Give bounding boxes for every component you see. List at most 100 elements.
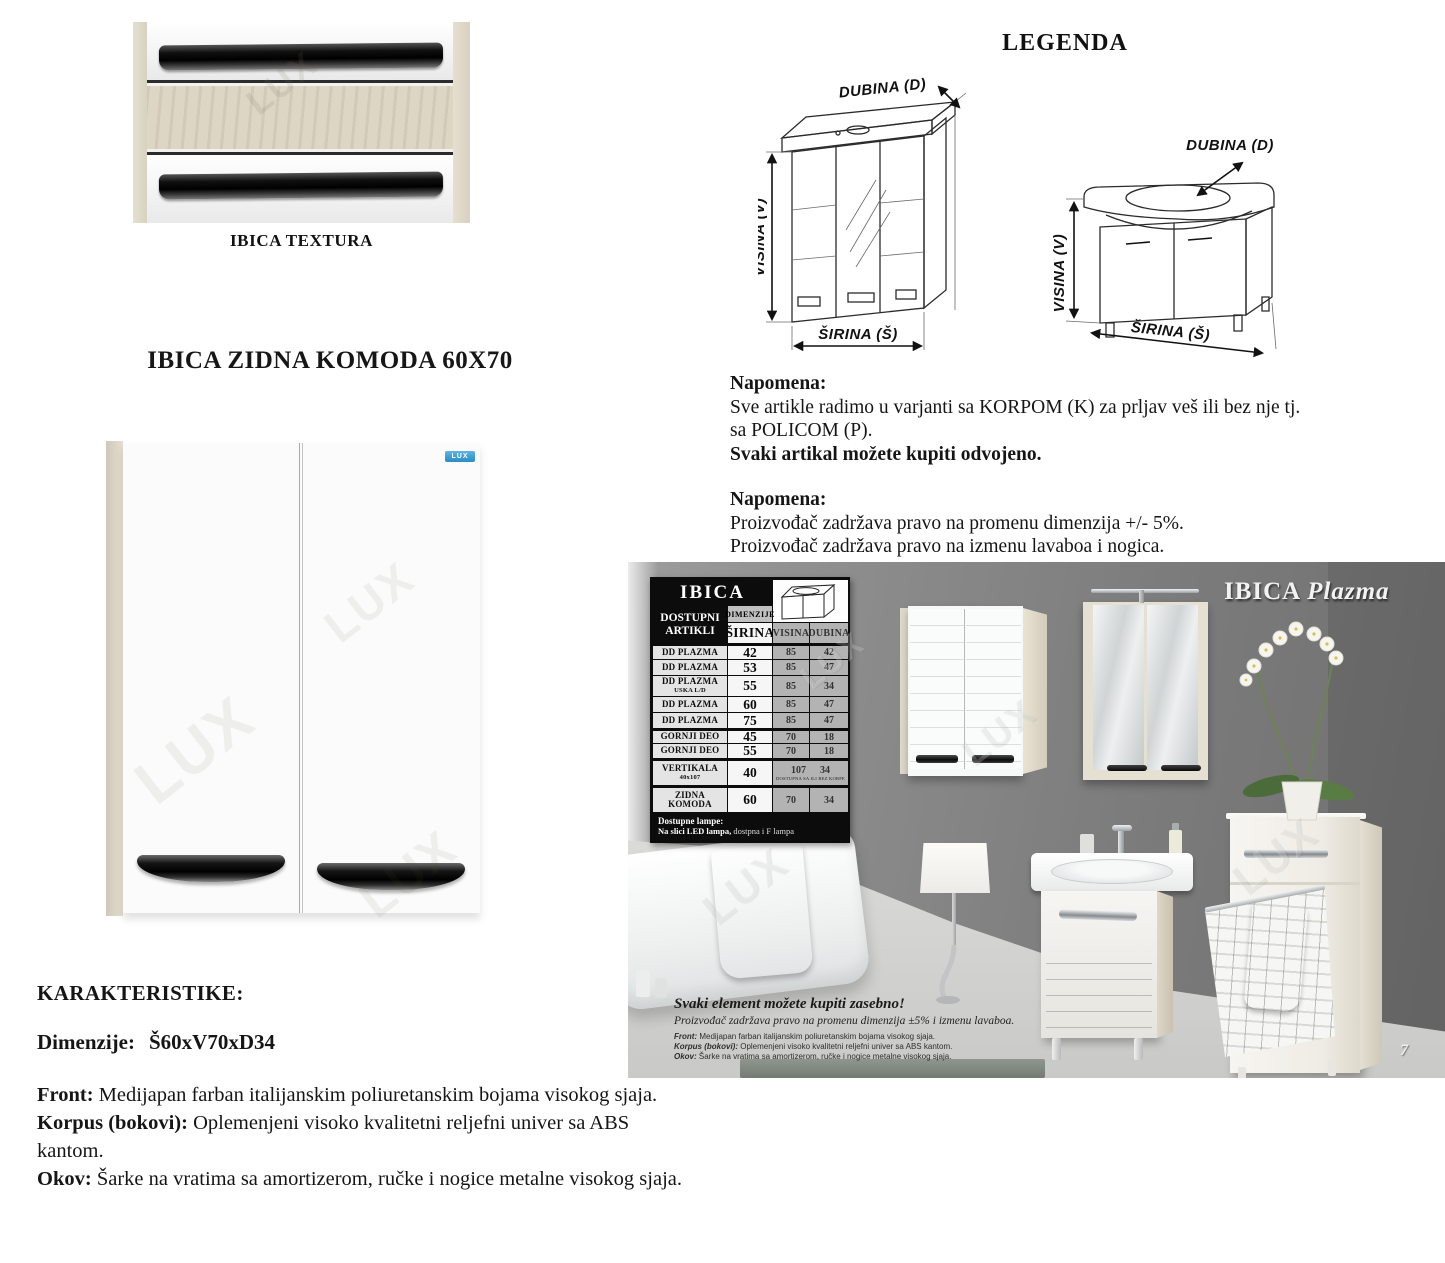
scene-korpus-text: Oplemenjeni visoko kvalitetni reljefni u… (738, 1042, 953, 1051)
spec-table-row-header: DOSTUPNI ARTIKLI (653, 606, 727, 643)
cabinet-door-right (302, 443, 479, 913)
wood-texture-band (147, 86, 453, 149)
row-name-sub: USKA L/D (674, 687, 706, 694)
scene-caption: Svaki element možete kupiti zasebno! Pro… (674, 996, 1054, 1062)
wood-edge-right (453, 22, 470, 223)
col-header-visina: VISINA (773, 623, 809, 643)
cabinet-lamp-stem (1139, 590, 1144, 603)
vanity-door-grooves (1046, 948, 1152, 1032)
row-name-sub: 40x107 (679, 774, 701, 781)
tall-cabinet-divider (1230, 882, 1360, 885)
cabinet-lamp-bar (1091, 589, 1199, 593)
tall-cabinet-side (1360, 820, 1382, 1070)
scene-spec-lines: Front: Medijapan farban italijanskim pol… (674, 1032, 1054, 1062)
tall-cabinet-leg (1238, 1067, 1246, 1078)
soap-dispenser (1169, 830, 1182, 855)
catalog-scene-photo: IBICA DOSTUPNI ARTIKLI DIMENZIJE ŠIRINA … (628, 562, 1445, 1078)
table-cell-visina-dubina: 107 34 DOSTUPNA SA ILI BEZ KORPE (773, 759, 848, 785)
cabinet-front (908, 606, 1023, 776)
cabinet-door (910, 609, 965, 769)
lux-brand-badge: LUX (445, 451, 475, 462)
table-cell-sirina: 53 (728, 660, 772, 675)
table-cell-sirina: 45 (728, 729, 772, 744)
mirror-door (1093, 605, 1147, 771)
table-row-name: VERTIKALA 40x107 (653, 759, 727, 785)
note-line: sa POLICOM (P). (730, 420, 873, 441)
okov-label: Okov: (37, 1168, 92, 1190)
spec-table: IBICA DOSTUPNI ARTIKLI DIMENZIJE ŠIRINA … (650, 577, 850, 843)
cabinet-wood-edge (900, 608, 908, 774)
series-title: IBICA Plazma (1224, 578, 1442, 606)
note-heading: Napomena: (730, 489, 827, 510)
lamps-heading: Dostupne lampe: (658, 816, 724, 826)
tall-cabinet-leg (1328, 1061, 1336, 1076)
table-cell-sirina: 60 (728, 697, 772, 712)
vanity-side-panel (1157, 891, 1173, 1038)
table-cell-visina: 85 (773, 713, 809, 728)
table-cell-dubina: 47 (810, 697, 848, 712)
table-cell-visina: 85 (773, 644, 809, 659)
texture-caption: IBICA TEXTURA (229, 231, 374, 250)
row-name-main: DD PLAZMA (661, 675, 719, 686)
table-row-name: DD PLAZMA (653, 660, 727, 675)
scene-korpus-label: Korpus (bokovi): (674, 1042, 738, 1051)
vanity-sink-top (1031, 853, 1193, 891)
table-cell-sirina: 75 (728, 713, 772, 728)
product-photo: LUX LUX LUX LUX (100, 425, 555, 960)
cabinet-door-left (123, 443, 300, 913)
table-row-name: GORNJI DEO (653, 744, 727, 758)
note-line: Proizvođač zadržava pravo na promenu dim… (730, 512, 1184, 534)
mirror-door (1147, 605, 1201, 771)
series-title-sub: Plazma (1307, 578, 1390, 605)
spec-table-title: IBICA (653, 580, 772, 605)
scene-front-label: Front: (674, 1032, 698, 1041)
table-cell-visina: 85 (773, 660, 809, 675)
scene-front-text: Medijapan farban italijanskim poliuretan… (697, 1032, 936, 1041)
vanity-leg (1052, 1038, 1061, 1060)
table-cell-dubina: 42 (810, 644, 848, 659)
note-heading: Napomena: (730, 373, 827, 394)
floor-bottle (636, 970, 650, 997)
table-row-name: DD PLAZMA (653, 644, 727, 659)
row-name-main: VERTIKALA (662, 762, 718, 773)
legend-diagram-mirror-cabinet: VISINA (V) ŠIRINA (Š) DUBINA (D) (758, 75, 967, 352)
dimensions-value: Š60xV70xD34 (148, 1030, 275, 1054)
table-cell-sirina: 42 (728, 644, 772, 660)
note-line-bold: Svaki artikal možete kupiti odvojeno. (730, 443, 1042, 465)
wall-cabinet-grooved (900, 606, 1047, 776)
table-cell-sirina: 55 (728, 743, 772, 758)
cabinet-side-panel (1023, 608, 1047, 774)
table-cell-dubina: 34 (810, 786, 848, 812)
bathtub-towel (711, 842, 814, 980)
cabinet-side-panel (480, 435, 544, 927)
door-handle (972, 755, 1014, 763)
note-block-2: Napomena: Proizvođač zadržava pravo na p… (730, 488, 1430, 559)
table-cell-visina: 70 (773, 744, 809, 758)
korpus-label: Korpus (bokovi): (37, 1112, 188, 1134)
table-row-name: DD PLAZMA (653, 697, 727, 712)
col-group-dimenzije: DIMENZIJE (725, 606, 774, 622)
table-cell-visina: 85 (773, 697, 809, 712)
table-cell-dubina: 47 (810, 660, 848, 675)
sink-basin (1051, 859, 1173, 884)
cabinet-front: LUX (123, 443, 480, 913)
table-cell-dubina: 34 (810, 676, 848, 696)
laundry-basket-wire (1205, 885, 1335, 1057)
spec-table-footer: Dostupne lampe: Na slici LED lampa, dost… (653, 813, 847, 840)
door-handle (317, 863, 465, 890)
sirina-label: ŠIRINA (Š) (818, 325, 897, 343)
counter-bottle (1080, 834, 1094, 854)
dubina-label: DUBINA (D) (838, 75, 927, 101)
table-cell-sirina: 40 (728, 759, 772, 785)
drawer-handle (158, 42, 444, 71)
legend-diagram-vanity: VISINA (V) DUBINA (D) ŠIRINA (Š) (1051, 137, 1277, 358)
drawer-front-bottom (147, 152, 453, 223)
laundry-basket (1205, 885, 1335, 1057)
table-cell-visina: 70 (773, 786, 809, 812)
door-handle (1161, 765, 1201, 771)
table-cell-note: DOSTUPNA SA ILI BEZ KORPE (775, 776, 846, 781)
scene-okov-label: Okov: (674, 1052, 697, 1061)
basket-towel (1243, 900, 1308, 1012)
dimensions-label: Dimenzije: (37, 1030, 135, 1054)
